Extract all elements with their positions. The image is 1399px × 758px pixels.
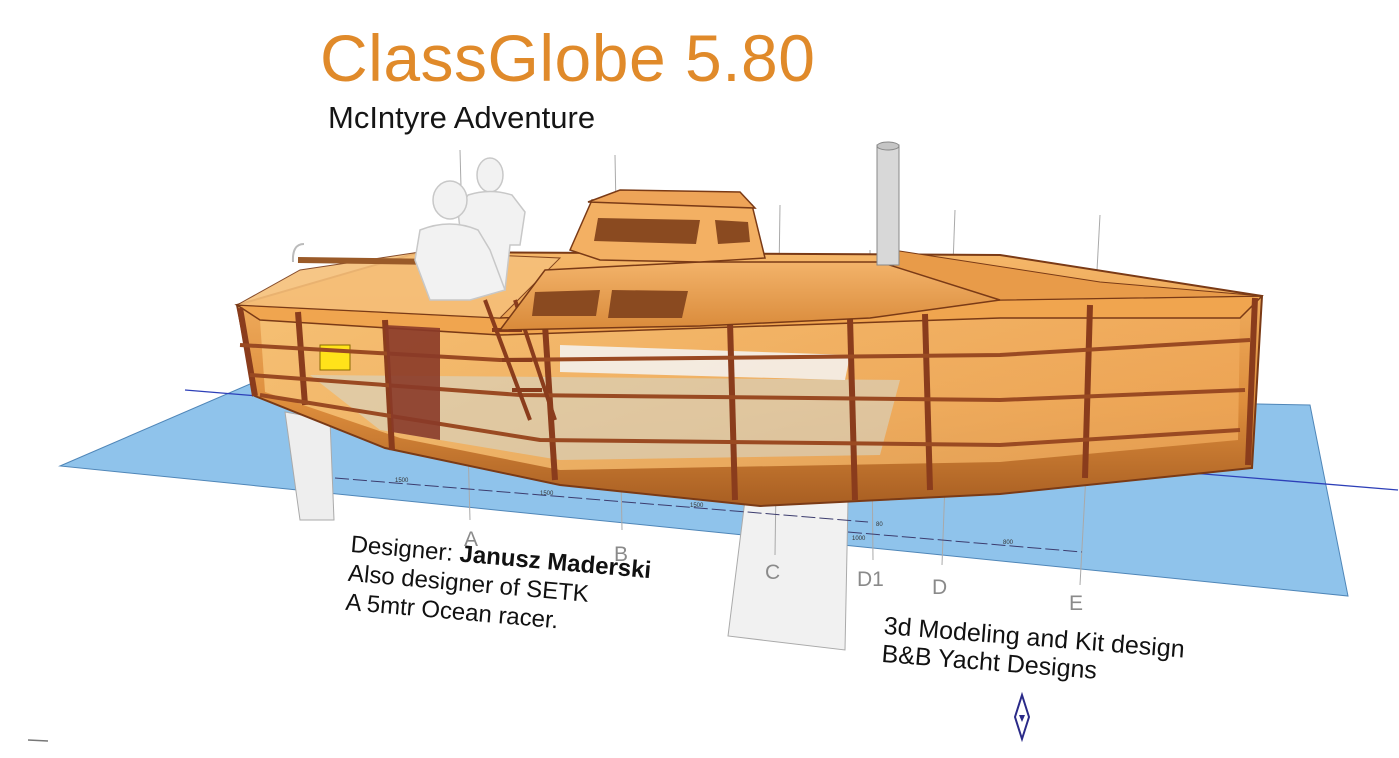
page-subtitle: McIntyre Adventure — [328, 100, 596, 135]
dim-3: 1500 — [690, 503, 704, 509]
dim-5: 800 — [1003, 540, 1014, 546]
cabin-window-1 — [594, 218, 700, 244]
dimension-lines — [334, 477, 1083, 553]
mast-top — [876, 141, 900, 151]
dim-1: 1500 — [395, 478, 409, 484]
dim-2: 1500 — [540, 491, 554, 497]
dim-4: 1000 — [852, 536, 866, 542]
port-window-2 — [608, 290, 688, 318]
station-label-d: D — [932, 576, 948, 599]
bulkhead — [385, 325, 440, 440]
pushpit — [291, 243, 305, 263]
cabin-window-2 — [715, 220, 750, 244]
compass-star-icon — [1013, 691, 1031, 743]
corner-mark — [27, 739, 49, 742]
station-label-d1: D1 — [857, 568, 884, 591]
berth-figure — [560, 345, 850, 380]
station-label-e: E — [1069, 592, 1084, 615]
dimension-labels: 1500 1500 1500 1000 800 80 — [395, 478, 1014, 546]
page-title: ClassGlobe 5.80 — [320, 21, 816, 95]
rudder — [284, 411, 335, 521]
doghouse-roof — [587, 189, 757, 209]
station-label-c: C — [765, 561, 781, 584]
dim-6: 80 — [876, 522, 883, 528]
port-window-1 — [532, 290, 600, 316]
station-label-b: B — [614, 543, 629, 566]
station-label-a: A — [464, 528, 479, 551]
crew-figures — [414, 157, 526, 301]
keel — [727, 499, 849, 651]
mast — [876, 144, 900, 266]
